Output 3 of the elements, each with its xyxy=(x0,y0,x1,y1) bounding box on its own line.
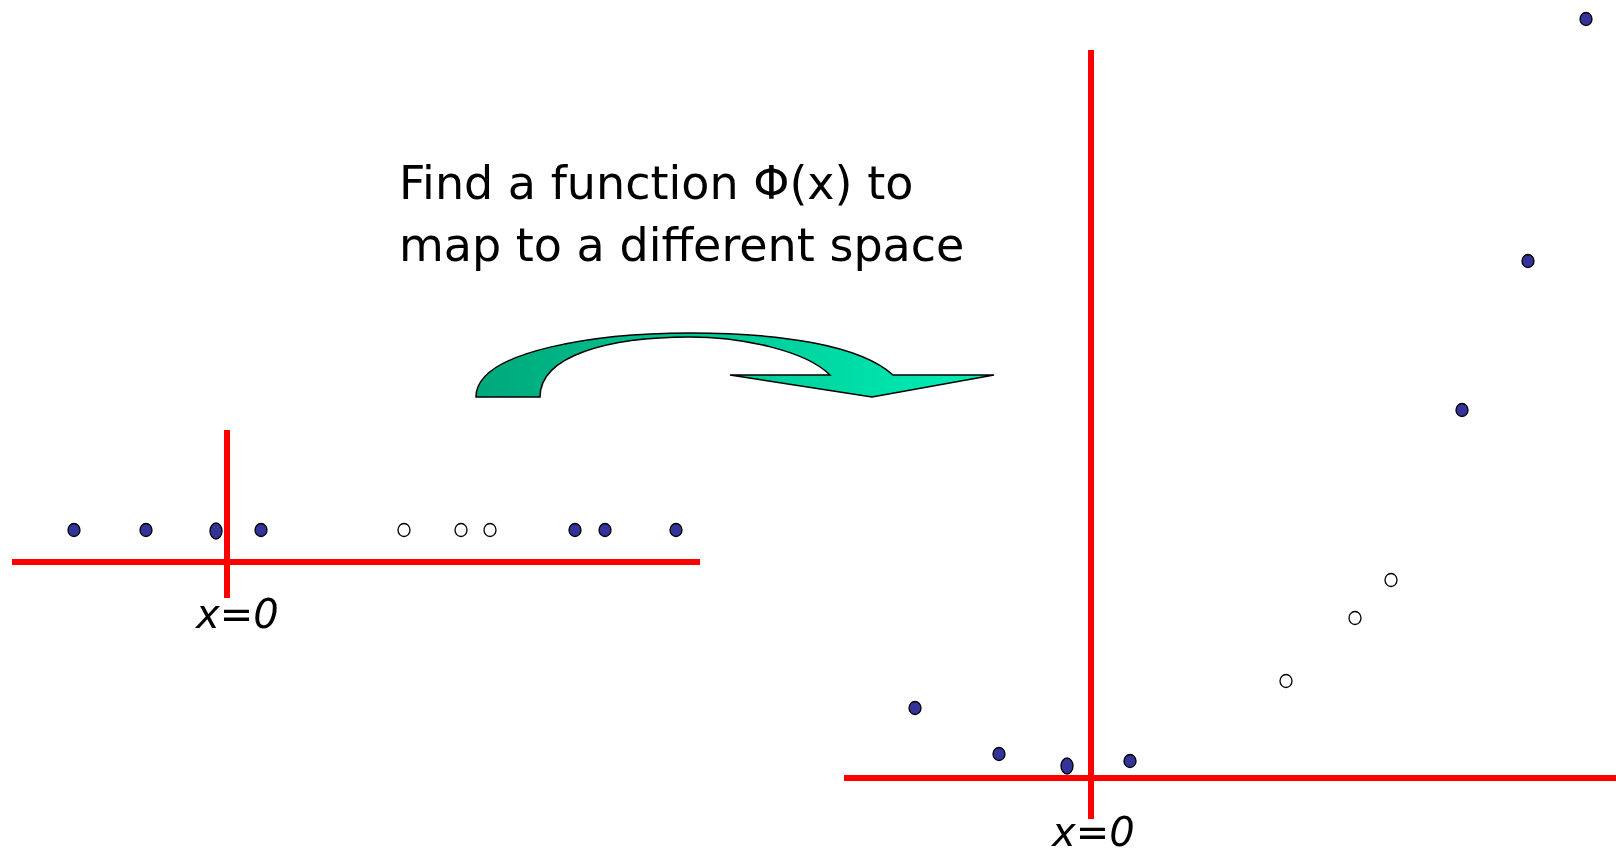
axis-label: x=0 xyxy=(196,592,279,636)
axis-label: x=0 xyxy=(1052,810,1135,854)
heading-text: Find a function Φ(x) to map to a different space xyxy=(399,155,966,275)
